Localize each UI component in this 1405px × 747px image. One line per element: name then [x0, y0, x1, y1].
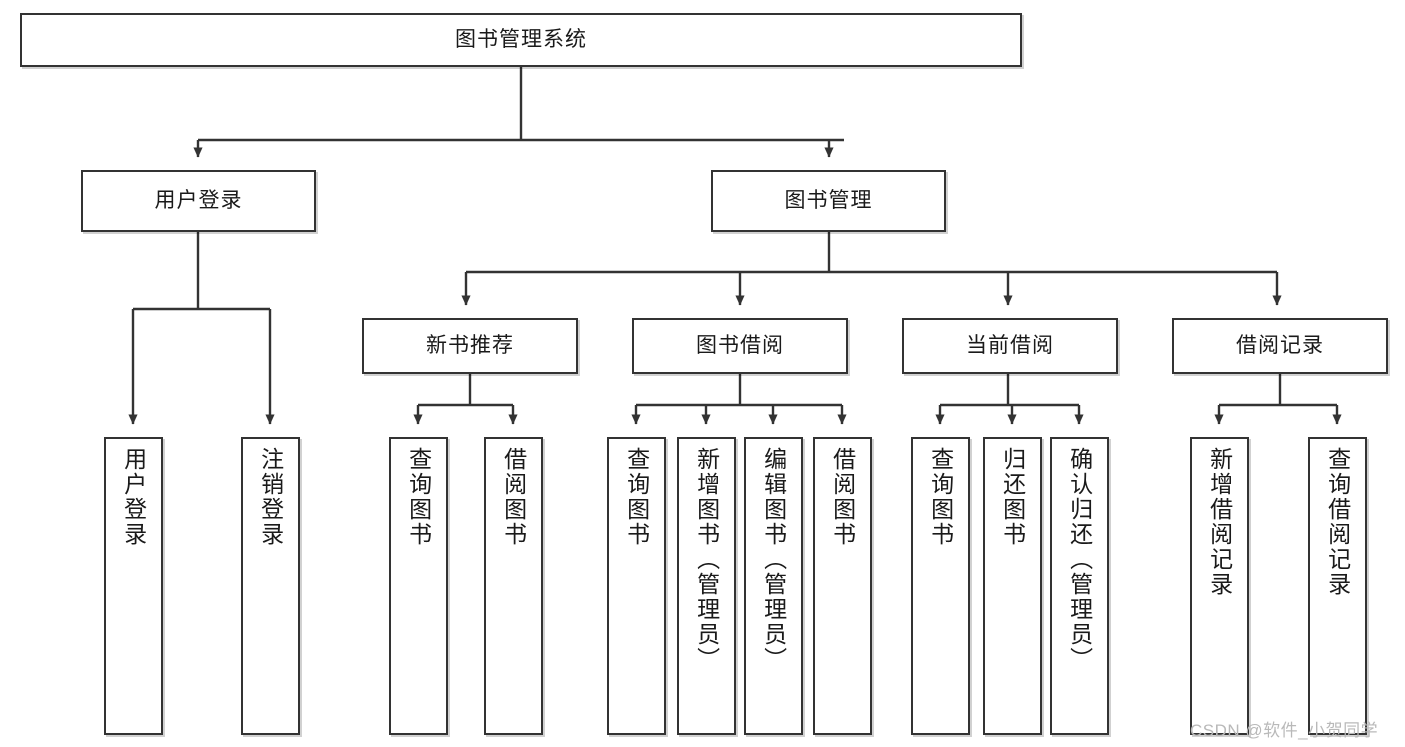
leaf-edit-book-label: 编辑图书（管理员）	[760, 447, 787, 672]
leaf-borrow-book-1-label: 借阅图书	[500, 447, 527, 547]
node-current-borrow-label: 当前借阅	[966, 334, 1054, 358]
node-root-label: 图书管理系统	[455, 28, 587, 52]
leaf-user-login[interactable]: 用户登录	[104, 437, 163, 735]
leaf-add-book[interactable]: 新增图书（管理员）	[677, 437, 736, 735]
node-book-manage-label: 图书管理	[784, 189, 873, 213]
node-root[interactable]: 图书管理系统	[20, 13, 1022, 67]
node-current-borrow[interactable]: 当前借阅	[902, 318, 1118, 374]
leaf-return-book[interactable]: 归还图书	[983, 437, 1042, 735]
leaf-query-book-3[interactable]: 查询图书	[911, 437, 970, 735]
leaf-confirm-return-label: 确认归还（管理员）	[1066, 447, 1093, 672]
node-new-book-rec-label: 新书推荐	[426, 334, 514, 358]
leaf-confirm-return[interactable]: 确认归还（管理员）	[1050, 437, 1109, 735]
leaf-logout-label: 注销登录	[257, 447, 284, 547]
leaf-logout[interactable]: 注销登录	[241, 437, 300, 735]
leaf-query-book-1[interactable]: 查询图书	[389, 437, 448, 735]
node-new-book-rec[interactable]: 新书推荐	[362, 318, 578, 374]
leaf-return-book-label: 归还图书	[999, 447, 1026, 547]
leaf-query-record[interactable]: 查询借阅记录	[1308, 437, 1367, 735]
node-borrow-record-label: 借阅记录	[1236, 334, 1324, 358]
node-book-manage[interactable]: 图书管理	[711, 170, 946, 232]
csdn-watermark: CSDN @软件_小贺同学	[1190, 721, 1379, 740]
node-user-login-label: 用户登录	[154, 189, 243, 213]
leaf-add-record[interactable]: 新增借阅记录	[1190, 437, 1249, 735]
leaf-add-book-label: 新增图书（管理员）	[693, 447, 720, 672]
leaf-query-record-label: 查询借阅记录	[1324, 447, 1351, 597]
leaf-borrow-book-1[interactable]: 借阅图书	[484, 437, 543, 735]
node-book-borrow-label: 图书借阅	[696, 334, 784, 358]
leaf-query-book-2[interactable]: 查询图书	[607, 437, 666, 735]
leaf-borrow-book-2-label: 借阅图书	[829, 447, 856, 547]
leaf-query-book-1-label: 查询图书	[405, 447, 432, 547]
leaf-add-record-label: 新增借阅记录	[1206, 447, 1233, 597]
leaf-borrow-book-2[interactable]: 借阅图书	[813, 437, 872, 735]
leaf-query-book-2-label: 查询图书	[623, 447, 650, 547]
leaf-edit-book[interactable]: 编辑图书（管理员）	[744, 437, 803, 735]
node-book-borrow[interactable]: 图书借阅	[632, 318, 848, 374]
leaf-user-login-label: 用户登录	[120, 447, 147, 547]
node-borrow-record[interactable]: 借阅记录	[1172, 318, 1388, 374]
leaf-query-book-3-label: 查询图书	[927, 447, 954, 547]
node-user-login[interactable]: 用户登录	[81, 170, 316, 232]
